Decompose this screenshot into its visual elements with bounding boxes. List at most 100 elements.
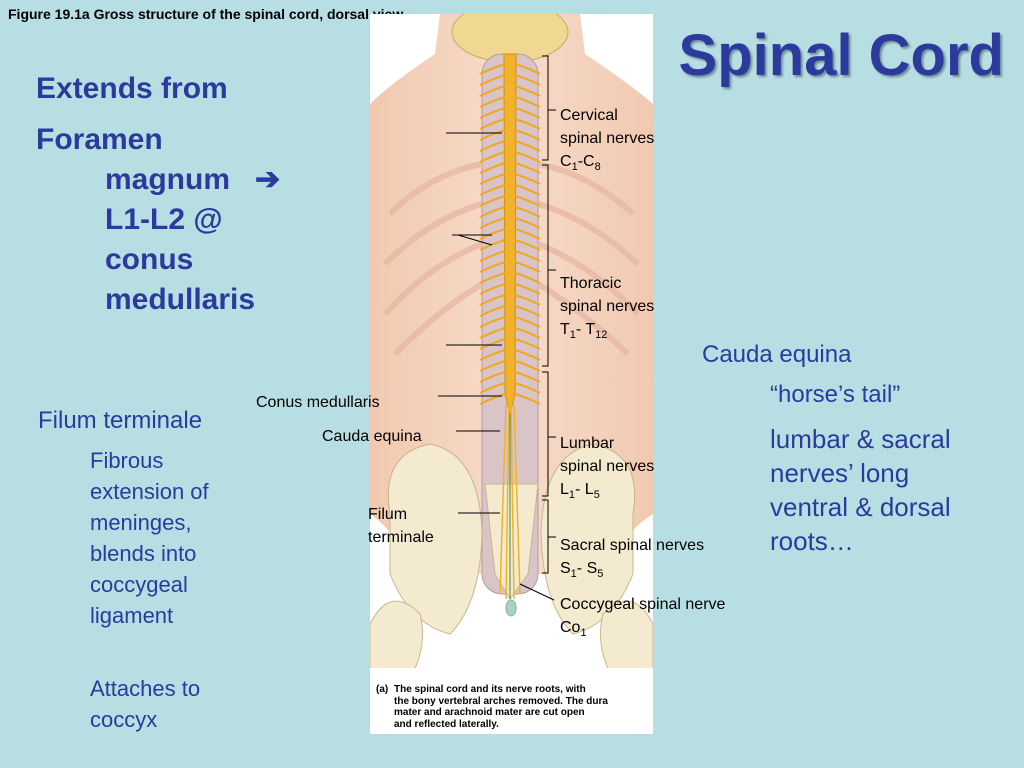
nerve-root	[479, 85, 506, 97]
label-line: Coccygeal spinal nerve	[560, 596, 726, 613]
nerve-root	[479, 283, 506, 295]
magnum-line: magnum ➔	[36, 160, 280, 200]
nerve-root	[514, 173, 541, 185]
nerve-root	[514, 63, 541, 75]
spinal-cord-illustration: (a) The spinal cord and its nerve roots,…	[370, 14, 653, 734]
roots-description: lumbar & sacral nerves’ long ventral & d…	[770, 422, 951, 558]
nerve-root	[479, 162, 506, 174]
magnum-text: magnum	[105, 163, 231, 196]
label-line: spinal nerves	[560, 458, 655, 475]
roots-line: ventral & dorsal	[770, 492, 951, 522]
label-lumbar: Lumbar spinal nerves L1- L5	[560, 432, 654, 507]
nerve-root	[479, 239, 506, 251]
nerve-root	[514, 85, 541, 97]
nerve-root	[479, 63, 506, 75]
label-line: C1-C8	[560, 153, 601, 174]
figure-note-line: The spinal cord and its nerve roots, wit…	[394, 684, 586, 695]
anatomy-drawing	[370, 14, 653, 734]
nerve-root	[514, 294, 541, 306]
nerve-root	[514, 272, 541, 284]
nerve-root	[514, 360, 541, 372]
nerve-root	[514, 96, 541, 108]
nerve-root	[514, 129, 541, 141]
label-conus-medullaris: Conus medullaris	[256, 394, 380, 411]
nerve-root	[479, 250, 506, 262]
nerve-root	[514, 261, 541, 273]
nerve-root	[479, 371, 506, 383]
nerve-root	[514, 228, 541, 240]
level-text: L1-L2 @	[105, 203, 223, 236]
attaches-line: coccyx	[90, 707, 158, 732]
nerve-root	[514, 206, 541, 218]
cauda-equina-heading: Cauda equina	[702, 341, 852, 368]
label-line: spinal nerves	[560, 298, 655, 315]
figure-caption: Figure 19.1a Gross structure of the spin…	[8, 6, 407, 22]
nerve-root	[479, 349, 506, 361]
nerve-root	[514, 305, 541, 317]
roots-line: nerves’ long	[770, 458, 910, 488]
figure-note-line: and reflected laterally.	[394, 718, 499, 730]
nerve-root	[479, 294, 506, 306]
label-cervical: Cervical spinal nerves C1-C8	[560, 104, 654, 179]
nerve-root	[479, 96, 506, 108]
label-sacral: Sacral spinal nerves S1- S5	[560, 534, 704, 586]
horses-tail-text: “horse’s tail”	[770, 381, 901, 408]
nerve-root	[479, 316, 506, 328]
filum-desc-line: Fibrous	[90, 448, 164, 473]
nerve-root	[514, 316, 541, 328]
figure-note-line: mater and arachnoid mater are cut open	[394, 707, 585, 718]
nerve-root	[514, 338, 541, 350]
filum-description: Fibrous extension of meninges, blends in…	[90, 445, 209, 631]
nerve-root	[514, 195, 541, 207]
nerve-root	[479, 338, 506, 350]
medullaris-text: medullaris	[105, 283, 256, 316]
filum-desc-line: blends into	[90, 541, 197, 566]
filum-desc-line: meninges,	[90, 510, 192, 535]
label-line: T1- T12	[560, 321, 608, 342]
label-line: spinal nerves	[560, 130, 655, 147]
label-line: terminale	[368, 529, 434, 546]
nerve-root	[514, 371, 541, 383]
nerve-root	[514, 393, 541, 405]
label-line: S1- S5	[560, 560, 604, 581]
foramen-text: Foramen	[36, 123, 163, 156]
nerve-root	[479, 140, 506, 152]
figure-note-line: the bony vertebral arches removed. The d…	[394, 695, 608, 707]
nerve-root	[479, 129, 506, 141]
nerve-root	[479, 118, 506, 130]
nerve-root	[514, 349, 541, 361]
label-coccygeal: Coccygeal spinal nerve Co1	[560, 593, 725, 645]
nerve-root	[514, 382, 541, 394]
nerve-root	[514, 184, 541, 196]
arrow-icon: ➔	[255, 163, 281, 196]
nerve-root	[479, 173, 506, 185]
label-line: Co1	[560, 619, 587, 640]
label-line: L1- L5	[560, 481, 600, 502]
filum-desc-line: extension of	[90, 479, 209, 504]
foramen-magnum-block: Foramen magnum ➔ L1-L2 @ conus medullari…	[36, 120, 280, 320]
nerve-root	[514, 151, 541, 163]
conus-text: conus	[105, 243, 194, 276]
filum-heading: Filum terminale	[38, 407, 203, 434]
nerve-root	[479, 305, 506, 317]
nerve-root	[479, 74, 506, 86]
roots-line: lumbar & sacral	[770, 424, 951, 454]
label-line: Lumbar	[560, 435, 615, 452]
nerve-root	[514, 118, 541, 130]
roots-line: roots…	[770, 526, 854, 556]
nerve-root	[479, 217, 506, 229]
nerve-root	[479, 261, 506, 273]
figure-note-lines: The spinal cord and its nerve roots, wit…	[394, 684, 608, 730]
nerve-root	[479, 327, 506, 339]
nerve-root	[514, 283, 541, 295]
nerve-root	[514, 162, 541, 174]
label-line: Cervical	[560, 107, 618, 124]
nerve-root	[514, 217, 541, 229]
nerve-root	[479, 393, 506, 405]
figure-note-letter: (a)	[376, 684, 389, 695]
nerve-root	[514, 74, 541, 86]
label-thoracic: Thoracic spinal nerves T1- T12	[560, 272, 654, 347]
nerve-root	[514, 140, 541, 152]
nerve-root	[514, 239, 541, 251]
nerve-root	[479, 151, 506, 163]
